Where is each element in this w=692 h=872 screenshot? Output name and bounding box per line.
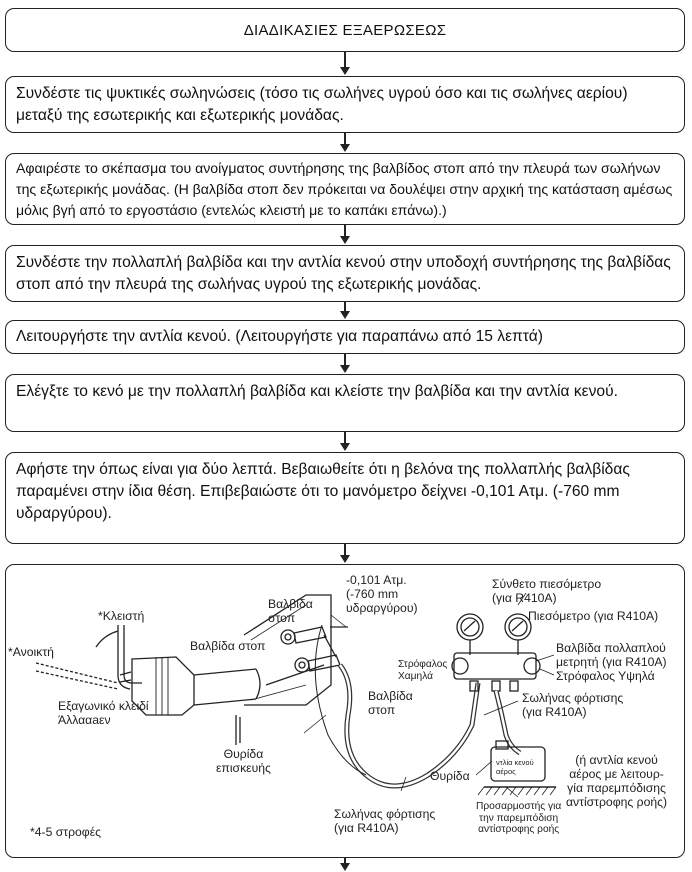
turns-label: *4-5 στροφές (30, 825, 102, 839)
stop-valve-bottom-label: Βαλβίδα στοπ (368, 689, 413, 717)
upper-stop-valve-icon (293, 626, 327, 644)
handle-high-label: Στρόφαλος Υψηλά (556, 669, 655, 683)
open-label: *Ανοικτή (8, 645, 54, 659)
flow-arrow (340, 354, 350, 374)
step-5: Ελέγξτε το κενό με την πολλαπλή βαλβίδα … (5, 374, 685, 432)
service-port-label: Θυρίδα επισκευής (216, 747, 271, 775)
stop-valve-top-label: Βαλβίδα στοπ (268, 597, 313, 625)
manifold-valve-label: Βαλβίδα πολλαπλού μετρητή (για R410A) (556, 641, 667, 669)
charge-hose-right-label: Σωλήνας φόρτισης (για R410A) (522, 691, 624, 719)
flow-arrow (340, 225, 350, 245)
charge-hose-low-icon (337, 663, 481, 789)
stop-valve-left-label: Βαλβίδα στοπ (190, 639, 266, 653)
outdoor-unit-icon (243, 594, 332, 706)
pressure-gauge-label: Πιεσόμετρο (για R410A) (528, 609, 659, 623)
rotation-arrow-icon (95, 630, 119, 648)
flow-arrow (340, 544, 350, 564)
high-handle-icon (523, 657, 541, 675)
step-6: Αφήστε την όπως είναι για δύο λεπτά. Βεβ… (5, 452, 685, 544)
low-handle-icon (451, 657, 469, 675)
manifold-valve-icon (453, 652, 537, 680)
pump-alt-label: (ή αντλία κενού αέρος με λειτουρ- γία πα… (566, 753, 668, 809)
stop-valve-body-icon (131, 656, 195, 716)
handle-low-label: Στρόφαλος Χαμηλά (398, 659, 448, 682)
pump-label: ντλία κενού αέρος (496, 758, 534, 776)
evacuation-diagram: *Κλειστή *Ανοικτή Βαλβίδα στοπ Εξαγωνικό… (5, 564, 685, 858)
closed-label: *Κλειστή (98, 609, 145, 623)
flow-arrow (340, 302, 350, 320)
flow-arrow (340, 858, 350, 872)
diagram-illustration (35, 592, 557, 798)
charge-hose-bottom-label: Σωλήνας φόρτισης (για R410A) (334, 807, 436, 835)
compound-gauge-label: Σύνθετο πιεσόμετρο (για R410A) (492, 577, 602, 605)
hex-key-label: Εξαγωνικό κλειδί Άλλααaεν (58, 699, 149, 727)
step-4: Λειτουργήστε την αντλία κενού. (Λειτουργ… (5, 320, 685, 354)
step-1: Συνδέστε τις ψυκτικές σωληνώσεις (τόσο τ… (5, 76, 685, 133)
flow-arrow (340, 52, 350, 76)
step-2: Αφαιρέστε το σκέπασμα του ανοίγματος συν… (5, 153, 685, 225)
adapter-label: Προσαρμοστής για την παρεμπόδιση αντίστρ… (476, 801, 562, 835)
port-label: Θυρίδα (430, 769, 470, 783)
procedure-title: ΔΙΑΔΙΚΑΣΙΕΣ ΕΞΑΕΡΩΣΕΩΣ (5, 8, 685, 52)
flow-arrow (340, 133, 350, 153)
vacuum-pump-icon (490, 746, 546, 782)
flow-arrow (340, 432, 350, 452)
hex-key-icon (123, 625, 142, 684)
step-3: Συνδέστε την πολλαπλή βαλβίδα και την αν… (5, 245, 685, 302)
pressure-reading-label: -0,101 Ατμ. (-760 mm υδραργύρου) (346, 573, 418, 615)
